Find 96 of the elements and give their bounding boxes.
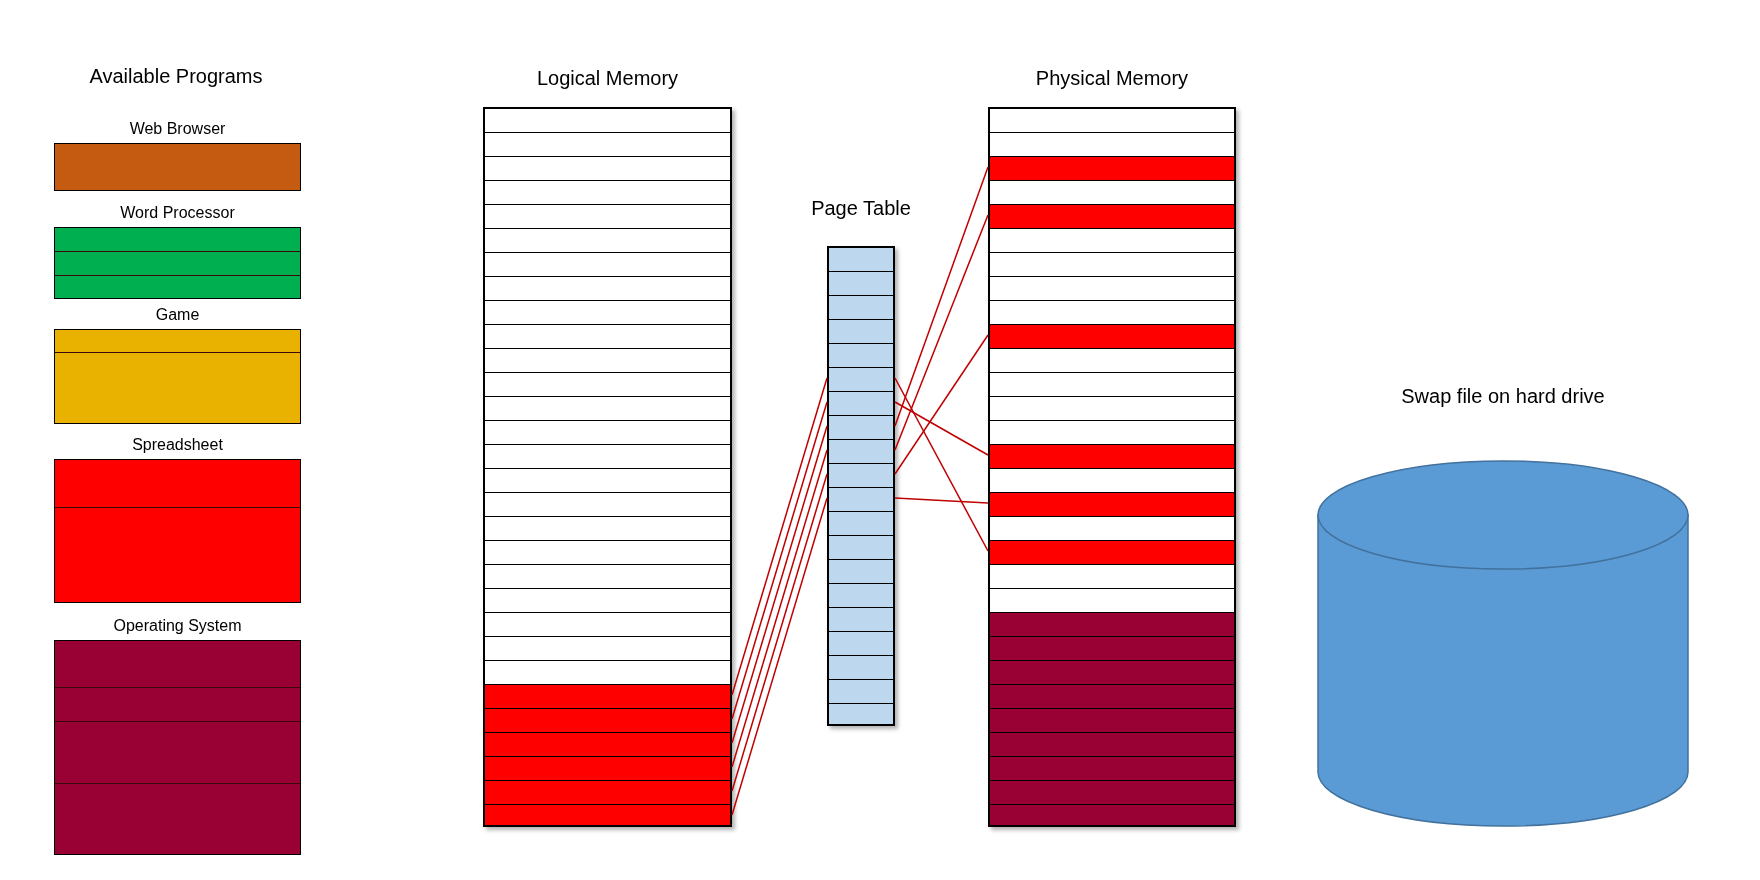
mapping-line xyxy=(894,214,989,451)
cylinder-heading: Swap file on hard drive xyxy=(1400,384,1606,409)
memory-slot xyxy=(485,157,730,181)
memory-slot xyxy=(829,440,893,464)
memory-slot xyxy=(990,589,1234,613)
memory-slot xyxy=(829,656,893,680)
memory-slot xyxy=(485,565,730,589)
memory-slot xyxy=(990,637,1234,661)
memory-slot xyxy=(990,805,1234,825)
memory-slot xyxy=(485,205,730,229)
memory-slot xyxy=(829,296,893,320)
memory-slot xyxy=(485,373,730,397)
memory-slot xyxy=(990,373,1234,397)
memory-slot xyxy=(990,517,1234,541)
memory-slot xyxy=(990,157,1234,181)
mapping-line xyxy=(894,166,989,427)
memory-slot xyxy=(829,344,893,368)
memory-slot xyxy=(829,488,893,512)
memory-slot xyxy=(829,392,893,416)
memory-slot xyxy=(829,248,893,272)
memory-slot xyxy=(485,493,730,517)
memory-slot xyxy=(485,325,730,349)
program-label: Web Browser xyxy=(128,119,227,139)
memory-slot xyxy=(829,512,893,536)
memory-slot xyxy=(990,301,1234,325)
memory-slot xyxy=(990,685,1234,709)
memory-slot xyxy=(990,229,1234,253)
memory-slot xyxy=(485,181,730,205)
memory-slot xyxy=(485,733,730,757)
memory-slot xyxy=(990,733,1234,757)
memory-slot xyxy=(829,416,893,440)
memory-slot xyxy=(990,181,1234,205)
memory-slot xyxy=(990,757,1234,781)
memory-slot xyxy=(990,349,1234,373)
memory-slot xyxy=(485,301,730,325)
memory-slot xyxy=(990,469,1234,493)
memory-slot xyxy=(829,368,893,392)
memory-slot xyxy=(829,272,893,296)
memory-slot xyxy=(485,661,730,685)
memory-slot xyxy=(485,613,730,637)
memory-slot xyxy=(485,541,730,565)
memory-slot xyxy=(990,541,1234,565)
memory-slot xyxy=(829,584,893,608)
memory-slot xyxy=(485,109,730,133)
memory-slot xyxy=(485,637,730,661)
program-label: Spreadsheet xyxy=(131,435,224,455)
column-heading: Logical Memory xyxy=(535,66,680,91)
memory-slot xyxy=(485,277,730,301)
memory-slot xyxy=(990,253,1234,277)
memory-slot xyxy=(485,397,730,421)
memory-slot xyxy=(829,632,893,656)
column-heading: Page Table xyxy=(810,196,912,221)
memory-slot xyxy=(829,608,893,632)
memory-slot xyxy=(990,325,1234,349)
memory-slot xyxy=(485,421,730,445)
program-label: Operating System xyxy=(112,616,243,636)
memory-slot xyxy=(485,349,730,373)
memory-slot xyxy=(485,589,730,613)
mapping-line xyxy=(894,377,989,552)
memory-slot xyxy=(990,709,1234,733)
memory-slot xyxy=(485,133,730,157)
program-label: Game xyxy=(154,305,201,325)
memory-slot xyxy=(485,781,730,805)
memory-slot xyxy=(990,565,1234,589)
memory-slot xyxy=(485,253,730,277)
memory-slot xyxy=(829,320,893,344)
mapping-line xyxy=(894,401,989,456)
memory-slot xyxy=(829,680,893,704)
mapping-line xyxy=(894,497,989,504)
memory-slot xyxy=(990,781,1234,805)
memory-slot xyxy=(485,757,730,781)
memory-slot xyxy=(990,445,1234,469)
memory-slot xyxy=(485,445,730,469)
memory-slot xyxy=(829,464,893,488)
memory-slot xyxy=(990,421,1234,445)
memory-slot xyxy=(829,560,893,584)
memory-slot xyxy=(990,493,1234,517)
mapping-line xyxy=(894,334,989,475)
memory-slot xyxy=(485,517,730,541)
memory-slot xyxy=(485,685,730,709)
memory-slot xyxy=(990,397,1234,421)
memory-slot xyxy=(485,805,730,825)
memory-slot xyxy=(990,109,1234,133)
memory-slot xyxy=(485,469,730,493)
memory-slot xyxy=(829,704,893,724)
memory-slot xyxy=(990,133,1234,157)
memory-slot xyxy=(990,277,1234,301)
memory-slot xyxy=(829,536,893,560)
program-label: Word Processor xyxy=(119,203,236,223)
memory-slot xyxy=(990,613,1234,637)
memory-slot xyxy=(990,661,1234,685)
section-heading: Available Programs xyxy=(88,64,264,89)
memory-slot xyxy=(485,229,730,253)
memory-slot xyxy=(990,205,1234,229)
memory-slot xyxy=(485,709,730,733)
column-heading: Physical Memory xyxy=(1034,66,1190,91)
